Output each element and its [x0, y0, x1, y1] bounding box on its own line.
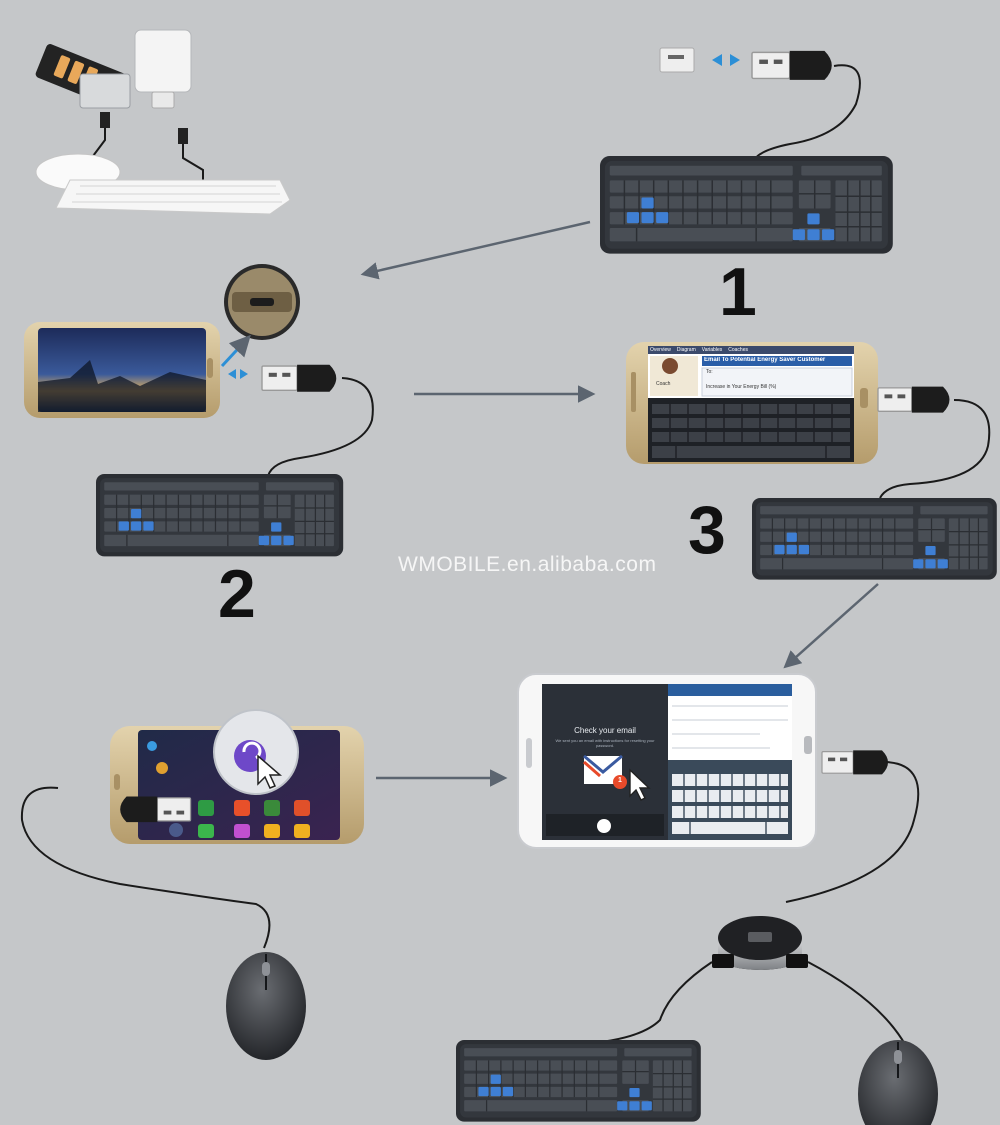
step-2-number: 2	[218, 556, 256, 632]
otg-adapters-illustration	[35, 29, 291, 215]
step-3-number: 3	[688, 492, 726, 568]
to-label: To:	[706, 369, 713, 375]
tab-coaches: Coaches	[728, 347, 748, 353]
email-body-line: Increase in Your Energy Bill (%)	[706, 384, 777, 390]
phone-tab-bar: Overview Diagram Variables Coaches	[650, 346, 854, 354]
notification-badge: 1	[618, 777, 622, 784]
step-3-to-tablet-arrow	[783, 583, 879, 669]
tablet-screen-subtitle: We sent you an email with instructions f…	[555, 738, 655, 748]
usb-hub-illustration	[455, 916, 938, 1125]
tab-overview: Overview	[650, 347, 671, 353]
phone-mouse-illustration	[20, 709, 364, 1060]
tab-variables: Variables	[701, 347, 723, 353]
tab-diagram: Diagram	[676, 347, 696, 353]
watermark: WMOBILE.en.alibaba.com	[398, 553, 657, 576]
avatar-label: Coach	[656, 381, 671, 387]
tablet-illustration	[517, 673, 920, 903]
step-1-number: 1	[719, 254, 757, 330]
step-1-illustration	[599, 47, 894, 255]
step-3-illustration	[626, 342, 998, 581]
step-1-to-step-2-arrow	[360, 220, 591, 280]
email-subject: Email To Potential Energy Saver Customer	[704, 357, 826, 363]
step-2-illustration	[24, 264, 374, 558]
tablet-screen-title: Check your email	[574, 726, 636, 735]
